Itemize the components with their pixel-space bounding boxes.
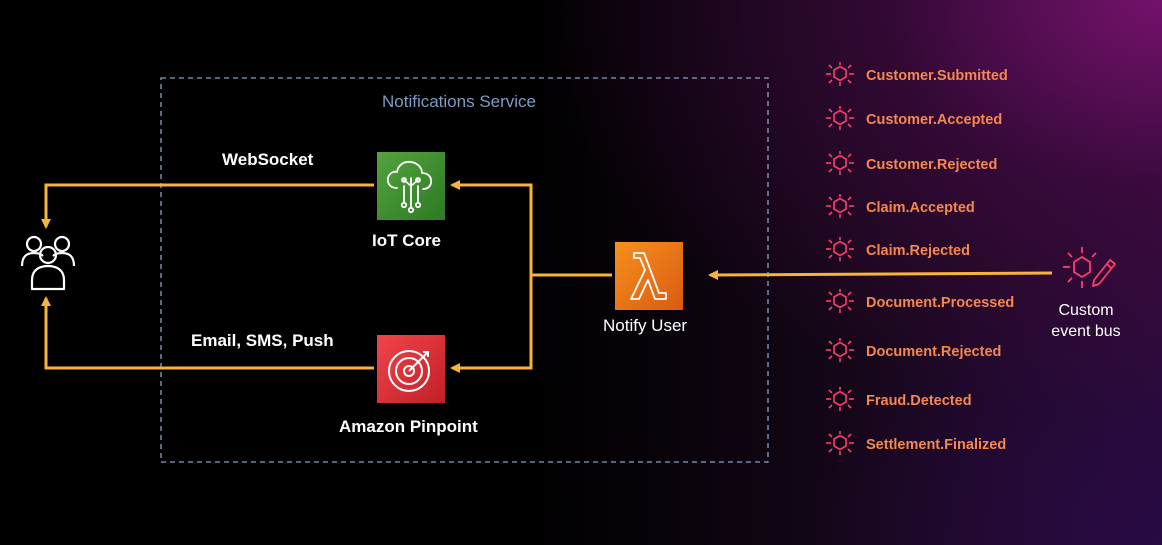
service-title: Notifications Service	[382, 92, 537, 111]
event-item: Customer.Rejected	[822, 150, 997, 180]
event-item: Document.Rejected	[822, 337, 1001, 367]
event-icon	[826, 431, 854, 455]
event-icon	[826, 289, 854, 313]
event-item: Document.Processed	[822, 288, 1014, 318]
arrow-bus-to-lambda	[708, 269, 1053, 280]
event-icon	[826, 106, 854, 130]
arrow-iot-to-users	[41, 183, 374, 229]
event-icon	[826, 338, 854, 362]
event-bus-label-line2: event bus	[1051, 323, 1121, 340]
event-item: Settlement.Finalized	[822, 430, 1006, 460]
pinpoint-icon	[377, 335, 445, 403]
event-icon	[826, 237, 854, 261]
event-item: Claim.Accepted	[822, 193, 975, 223]
event-item: Claim.Rejected	[822, 236, 970, 266]
arrows	[41, 180, 1053, 373]
lambda-icon	[615, 242, 683, 310]
event-label: Customer.Accepted	[866, 112, 1003, 128]
event-icon	[826, 387, 854, 411]
arrow-to-iot	[450, 180, 533, 275]
event-label: Fraud.Detected	[866, 393, 972, 409]
event-label: Claim.Rejected	[866, 243, 970, 259]
event-icon	[826, 62, 854, 86]
event-icon	[826, 151, 854, 175]
event-label: Customer.Submitted	[866, 68, 1008, 84]
email-sms-push-label: Email, SMS, Push	[191, 331, 334, 350]
event-bus-icon	[1063, 247, 1116, 288]
event-item: Fraud.Detected	[822, 386, 972, 416]
iot-core-icon	[377, 152, 445, 220]
event-icon	[826, 194, 854, 218]
event-label: Claim.Accepted	[866, 200, 975, 216]
arrow-pinpoint-to-users	[41, 296, 374, 370]
event-label: Customer.Rejected	[866, 157, 998, 173]
event-label: Document.Processed	[866, 295, 1015, 311]
pinpoint-label: Amazon Pinpoint	[339, 417, 478, 436]
websocket-label: WebSocket	[222, 150, 314, 169]
notify-user-label: Notify User	[603, 316, 688, 335]
event-label: Document.Rejected	[866, 344, 1002, 360]
users-icon	[20, 235, 76, 291]
event-bus-label: Custom event bus	[1040, 300, 1132, 342]
event-list: Customer.Submitted Customer.Accepted Cus…	[822, 61, 1062, 461]
event-label: Settlement.Finalized	[866, 437, 1007, 453]
event-bus-label-line1: Custom	[1058, 302, 1114, 319]
event-item: Customer.Submitted	[822, 61, 1008, 91]
arrow-to-pinpoint	[450, 275, 533, 373]
iot-core-label: IoT Core	[372, 231, 441, 250]
event-item: Customer.Accepted	[822, 105, 1002, 135]
